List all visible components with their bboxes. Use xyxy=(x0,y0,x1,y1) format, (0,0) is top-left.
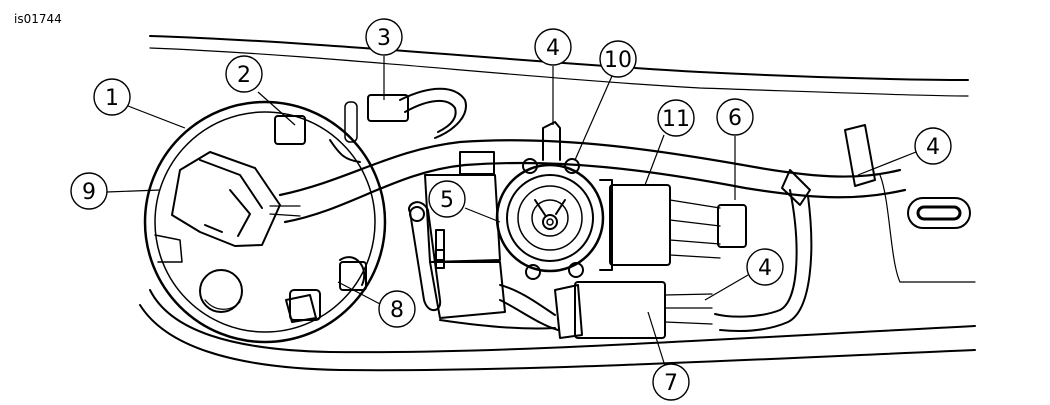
callout-circle xyxy=(93,78,131,116)
callout-label: 2 xyxy=(237,63,251,88)
left-connector xyxy=(171,151,281,247)
callout-circle xyxy=(534,28,572,66)
callout-circle xyxy=(599,40,637,78)
vent-hose xyxy=(329,87,467,163)
main-harness xyxy=(269,139,907,224)
callout-c7: 7 xyxy=(652,363,690,401)
pressure-regulator xyxy=(495,121,605,280)
callout-c2: 2 xyxy=(225,55,263,93)
callout-c4a: 4 xyxy=(534,28,572,66)
connector-7 xyxy=(439,281,713,339)
callout-circle xyxy=(225,55,263,93)
tank-frame xyxy=(139,35,976,372)
callout-c6: 6 xyxy=(716,98,754,136)
callout-c9: 9 xyxy=(70,172,108,210)
callout-circle xyxy=(70,172,108,210)
callout-c10: 10 xyxy=(599,40,637,78)
callout-c11: 11 xyxy=(657,99,695,137)
callout-label: 5 xyxy=(440,188,454,213)
callout-label: 3 xyxy=(377,26,391,51)
callout-circle xyxy=(746,248,784,286)
callout-circle xyxy=(378,290,416,328)
callout-label: 11 xyxy=(662,107,690,132)
callout-circle xyxy=(428,180,466,218)
callout-label: 1 xyxy=(105,86,119,111)
center-bracket xyxy=(408,151,506,319)
figure-id: is01744 xyxy=(14,12,62,26)
callouts: 1 2 3 4 10 11 6 4 9 5 4 8 7 xyxy=(70,18,952,401)
callout-circle xyxy=(716,98,754,136)
leader-lines xyxy=(106,56,917,367)
callout-c3: 3 xyxy=(365,18,403,56)
callout-label: 7 xyxy=(664,371,678,396)
callout-c8: 8 xyxy=(378,290,416,328)
callout-label: 4 xyxy=(926,135,940,160)
connector-11 xyxy=(599,179,747,271)
callout-circle xyxy=(365,18,403,56)
callout-circle xyxy=(652,363,690,401)
flange-clip xyxy=(285,256,366,323)
callout-c4b: 4 xyxy=(914,127,952,165)
pump-flange xyxy=(143,100,387,344)
callout-circle xyxy=(657,99,695,137)
callout-c1: 1 xyxy=(93,78,131,116)
callout-label: 4 xyxy=(546,36,560,61)
callout-c4c: 4 xyxy=(746,248,784,286)
callout-label: 10 xyxy=(604,48,632,73)
callout-label: 6 xyxy=(728,106,742,131)
callout-circle xyxy=(914,127,952,165)
right-harness xyxy=(714,124,876,333)
callout-label: 9 xyxy=(82,180,96,205)
frame-slot xyxy=(907,197,971,229)
callout-label: 4 xyxy=(758,256,772,281)
callout-label: 8 xyxy=(390,298,404,323)
callout-c5: 5 xyxy=(428,180,466,218)
